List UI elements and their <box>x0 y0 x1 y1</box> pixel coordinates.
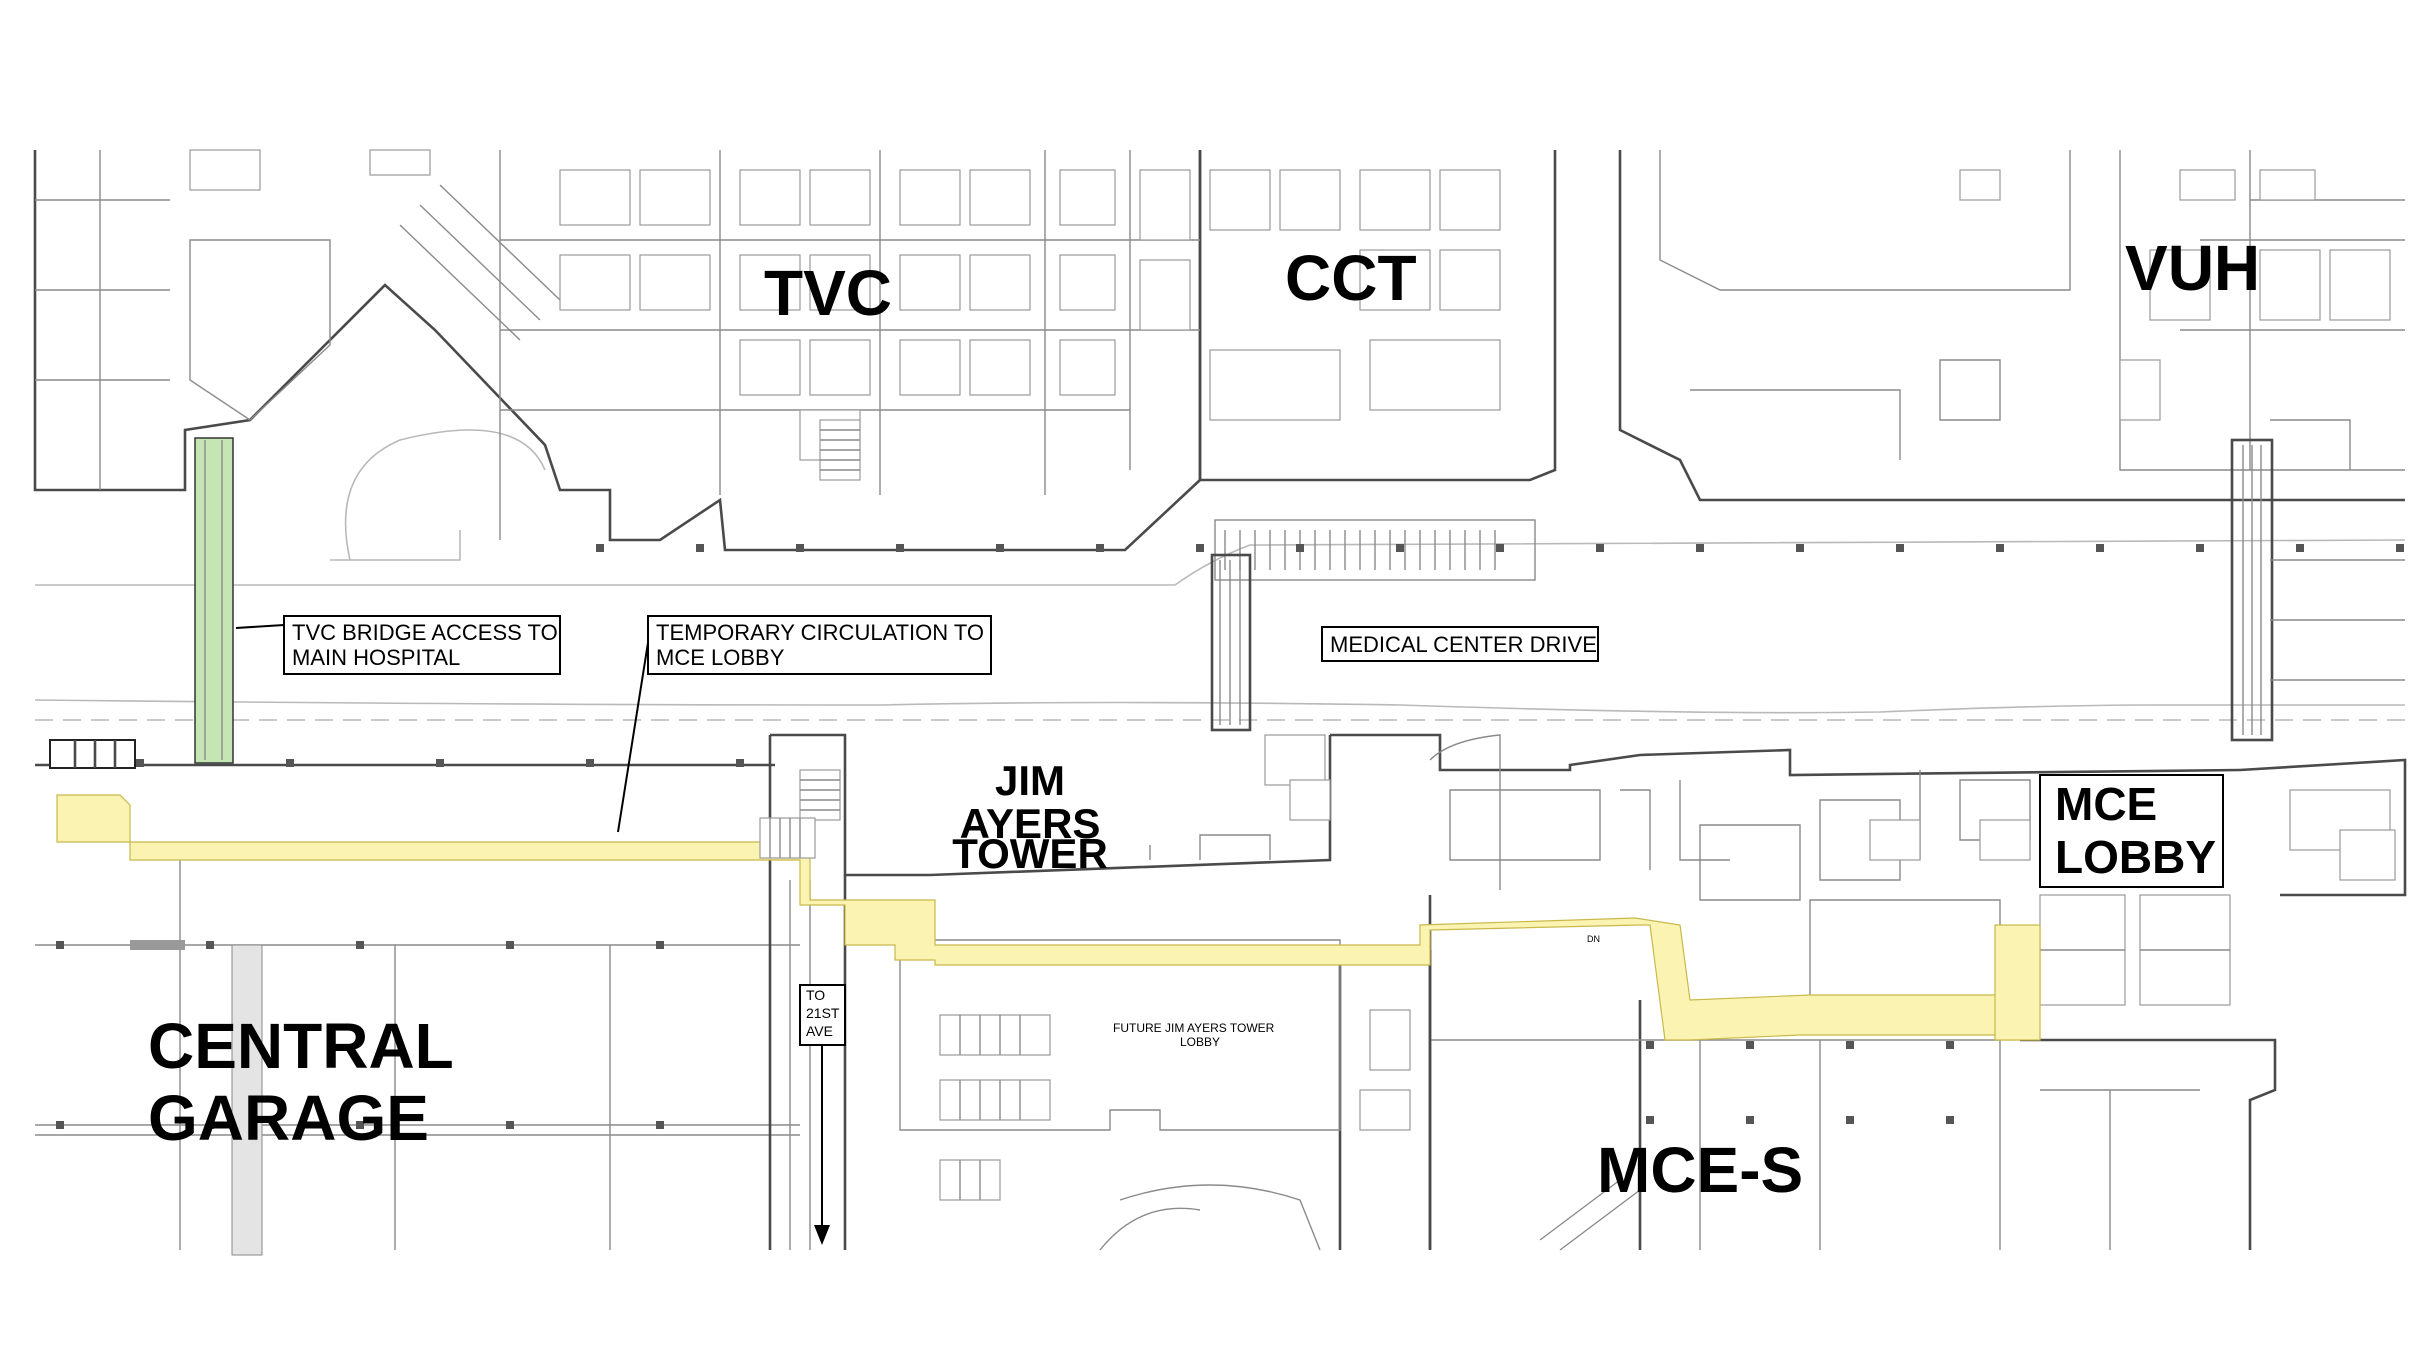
column-marker <box>1796 544 1804 552</box>
to-21st-ave-line1: TO <box>806 987 825 1003</box>
mce-lobby-line2: LOBBY <box>2055 831 2216 883</box>
column-marker <box>586 759 594 767</box>
to-21st-ave-sign: TO 21ST AVE <box>799 984 846 1046</box>
column-marker <box>2296 544 2304 552</box>
column-marker <box>1646 1041 1654 1049</box>
cct-label: CCT <box>1285 242 1417 314</box>
column-marker <box>1996 544 2004 552</box>
tvc-bridge-callout-line2: MAIN HOSPITAL <box>292 645 460 670</box>
column-marker <box>436 759 444 767</box>
to-21st-ave-line3: AVE <box>806 1023 833 1039</box>
central-garage-line2: GARAGE <box>148 1082 429 1154</box>
column-marker <box>1396 544 1404 552</box>
tvc-bridge-access-path <box>194 437 234 764</box>
vuh-label: VUH <box>2125 232 2260 304</box>
column-marker <box>1746 1116 1754 1124</box>
jim-ayers-tower-label: JIM AYERS TOWER <box>952 757 1108 877</box>
column-marker <box>1946 1116 1954 1124</box>
column-marker <box>1746 1041 1754 1049</box>
temp-circulation-callout-line1: TEMPORARY CIRCULATION TO <box>656 620 984 645</box>
column-marker <box>1596 544 1604 552</box>
column-marker <box>656 941 664 949</box>
column-marker <box>1096 544 1104 552</box>
column-marker <box>356 941 364 949</box>
north-buildings-walls <box>33 149 2405 552</box>
temporary-circulation-callout: TEMPORARY CIRCULATION TO MCE LOBBY <box>647 615 992 675</box>
structural-columns <box>56 544 2404 1129</box>
column-marker <box>56 1121 64 1129</box>
jim-ayers-mce-walls <box>768 559 2407 1251</box>
column-marker <box>506 941 514 949</box>
column-marker <box>696 544 704 552</box>
temporary-circulation-path <box>56 794 2021 1041</box>
tvc-label: TVC <box>764 257 892 329</box>
bridges <box>1210 438 2274 742</box>
column-marker <box>1896 544 1904 552</box>
mce-lobby-label: MCE LOBBY <box>2039 774 2224 888</box>
column-marker <box>2196 544 2204 552</box>
column-marker <box>2096 544 2104 552</box>
column-marker <box>1696 544 1704 552</box>
tvc-bridge-callout: TVC BRIDGE ACCESS TO MAIN HOSPITAL <box>283 615 561 675</box>
column-marker <box>2396 544 2404 552</box>
future-lobby-label-line1: FUTURE JIM AYERS TOWER <box>1113 1021 1275 1035</box>
jim-ayers-line3: TOWER <box>952 830 1108 877</box>
column-marker <box>1296 544 1304 552</box>
column-marker <box>356 1121 364 1129</box>
mce-lobby-line1: MCE <box>2055 778 2157 830</box>
jim-ayers-line1: JIM <box>995 757 1065 804</box>
elevator-cars <box>939 1014 1051 1201</box>
medical-center-drive-label: MEDICAL CENTER DRIVE <box>1330 632 1597 657</box>
column-marker <box>656 1121 664 1129</box>
medical-center-drive-callout: MEDICAL CENTER DRIVE <box>1321 626 1599 662</box>
column-marker <box>206 941 214 949</box>
central-garage-line1: CENTRAL <box>148 1010 454 1082</box>
stair-down-label: DN <box>1587 934 1600 944</box>
column-marker <box>1846 1041 1854 1049</box>
column-marker <box>1946 1041 1954 1049</box>
column-marker <box>596 544 604 552</box>
column-marker <box>1196 544 1204 552</box>
column-marker <box>796 544 804 552</box>
column-marker <box>286 759 294 767</box>
column-marker <box>136 759 144 767</box>
jim-ayers-line2: AYERS <box>960 800 1101 847</box>
future-lobby-area <box>899 939 1432 1251</box>
column-marker <box>506 1121 514 1129</box>
to-21st-ave-line2: 21ST <box>806 1005 840 1021</box>
south-structures <box>35 739 800 1256</box>
column-marker <box>896 544 904 552</box>
column-marker <box>1496 544 1504 552</box>
column-marker <box>736 759 744 767</box>
column-marker <box>996 544 1004 552</box>
future-lobby-label-line2: LOBBY <box>1180 1035 1220 1049</box>
central-garage-label: CENTRAL GARAGE <box>148 1010 454 1154</box>
temporary-circulation-spur <box>1994 924 2041 1041</box>
column-marker <box>56 941 64 949</box>
mce-s-label: MCE-S <box>1597 1134 1803 1206</box>
temp-circulation-callout-line2: MCE LOBBY <box>656 645 785 670</box>
column-marker <box>1646 1116 1654 1124</box>
column-marker <box>206 1121 214 1129</box>
column-marker <box>1846 1116 1854 1124</box>
tvc-bridge-callout-line1: TVC BRIDGE ACCESS TO <box>292 620 558 645</box>
